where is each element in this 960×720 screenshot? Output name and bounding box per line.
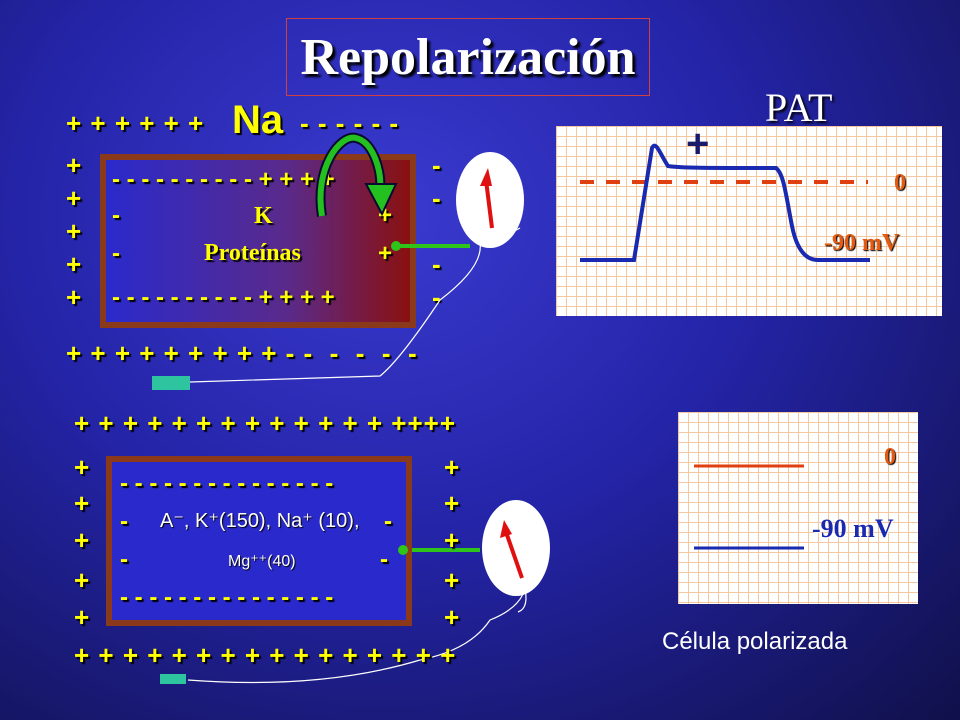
graph2-zero-label: 0 (884, 444, 896, 470)
top-right-minus: - (432, 282, 442, 312)
action-potential-graph (556, 126, 942, 316)
bottom-right-plus: + (444, 602, 461, 632)
graph1-zero-label: 0 (894, 170, 906, 196)
na-label: Na (232, 98, 284, 142)
caption-celula-polarizada: Célula polarizada (662, 628, 848, 655)
k-label: K (254, 203, 273, 229)
top-outer-minus-row: - - - - - - (300, 108, 400, 138)
bottom-outer-top-row: + + + + + + + + + + + + + ++++ (74, 408, 457, 438)
page-title: Repolarización (300, 28, 636, 86)
top-inner-prot-prefix: - (112, 240, 120, 267)
bottom-inner-l2-prefix: - (120, 508, 128, 535)
bottom-right-plus: + (444, 488, 461, 518)
resting-potential-trace (694, 464, 804, 550)
top-outer-electrode (152, 376, 190, 390)
top-outer-bottom-row: + + + + + + + + + - - - - - - (66, 338, 418, 368)
bottom-outer-bottom-row: + + + + + + + + + + + + + + + + (74, 640, 457, 670)
bottom-voltmeter (482, 500, 550, 596)
top-inner-line4: - - - - - - - - - - + + + + (112, 284, 335, 311)
top-inner-electrode-tip (391, 241, 401, 251)
bottom-voltmeter-needle (500, 520, 524, 579)
bottom-outer-electrode (160, 674, 186, 684)
bottom-right-plus: + (444, 452, 461, 482)
pat-label: PAT (765, 85, 833, 130)
top-cell-membrane (100, 154, 416, 328)
top-right-minus: - (432, 150, 442, 180)
top-inner-k-prefix: - (112, 202, 120, 229)
graph1-plus-label: + (686, 122, 710, 166)
top-inner-prot-suffix: + (378, 240, 393, 267)
bottom-inner-l2-suffix: - (384, 508, 392, 535)
bottom-cell-membrane (106, 456, 412, 626)
bottom-inner-l3-prefix: - (120, 546, 128, 573)
bottom-left-plus: + (74, 452, 91, 482)
bottom-left-plus: + (74, 525, 91, 555)
bottom-inner-line1: - - - - - - - - - - - - - - - (120, 470, 334, 497)
top-left-plus: + (66, 150, 83, 180)
top-voltmeter (456, 152, 524, 248)
resting-potential-graph (678, 412, 918, 604)
action-potential-trace (580, 143, 870, 262)
bottom-inner-l3-suffix: - (380, 546, 388, 573)
efflux-arrow (315, 132, 398, 217)
bottom-left-plus: + (74, 565, 91, 595)
graph1-mv-label: -90 mV (824, 230, 900, 256)
graph2-mv-label: -90 mV (812, 514, 894, 543)
bottom-left-plus: + (74, 488, 91, 518)
top-voltmeter-needle (480, 168, 494, 229)
top-right-minus: - (432, 249, 442, 279)
top-right-minus: - (432, 183, 442, 213)
top-left-plus: + (66, 249, 83, 279)
bottom-left-plus: + (74, 602, 91, 632)
proteinas-label: Proteínas (204, 240, 301, 266)
bottom-right-plus: + (444, 525, 461, 555)
bottom-inner-electrode-tip (398, 545, 408, 555)
top-left-plus: + (66, 183, 83, 213)
title-box: Repolarización (286, 18, 650, 96)
mg-label: Mg⁺⁺(40) (228, 553, 296, 570)
top-left-plus: + (66, 216, 83, 246)
top-outer-plus-row: + + + + + + (66, 108, 205, 138)
ions-label: A⁻, K⁺(150), Na⁺ (10), (160, 510, 360, 532)
bottom-right-plus: + (444, 565, 461, 595)
top-left-plus: + (66, 282, 83, 312)
top-inner-line1: - - - - - - - - - - + + + + (112, 166, 335, 193)
bottom-inner-line4: - - - - - - - - - - - - - - - (120, 584, 334, 611)
